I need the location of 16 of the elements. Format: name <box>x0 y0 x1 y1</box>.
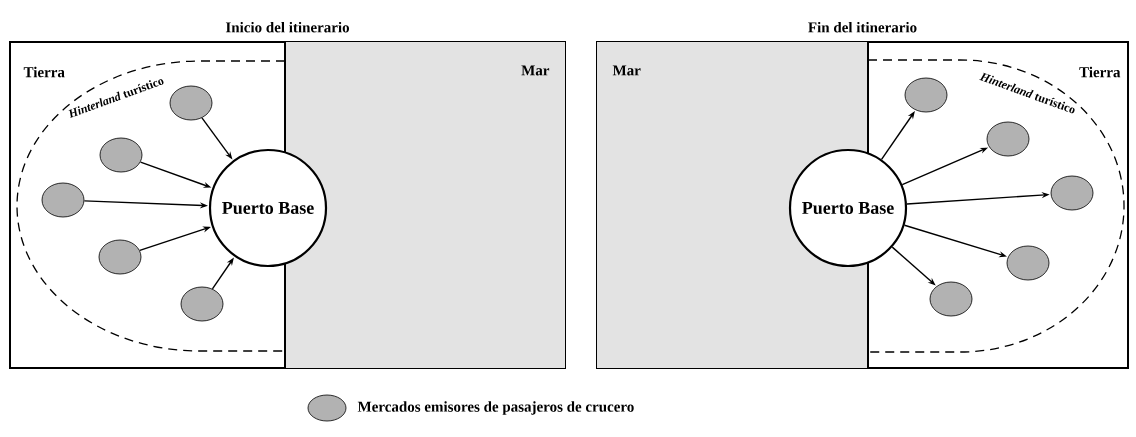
arrow <box>880 111 915 161</box>
market-ellipse <box>1050 175 1094 211</box>
market-ellipse <box>986 121 1030 157</box>
market-ellipse <box>41 182 85 218</box>
market-ellipse <box>98 239 142 275</box>
node-label: Inicio del itinerario <box>225 21 350 33</box>
market-ellipse <box>904 77 948 113</box>
area-label: Tierra <box>23 66 65 78</box>
market-ellipse <box>929 281 973 317</box>
market-ellipse <box>180 286 224 322</box>
legend-text: Mercados emisores de pasajeros de crucero <box>357 401 634 415</box>
market-ellipse <box>169 85 213 121</box>
node-label: Fin del itinerario <box>808 21 917 33</box>
area-label: Tierra <box>1079 66 1121 78</box>
market-ellipse <box>1006 245 1050 281</box>
market-ellipse <box>99 137 143 173</box>
